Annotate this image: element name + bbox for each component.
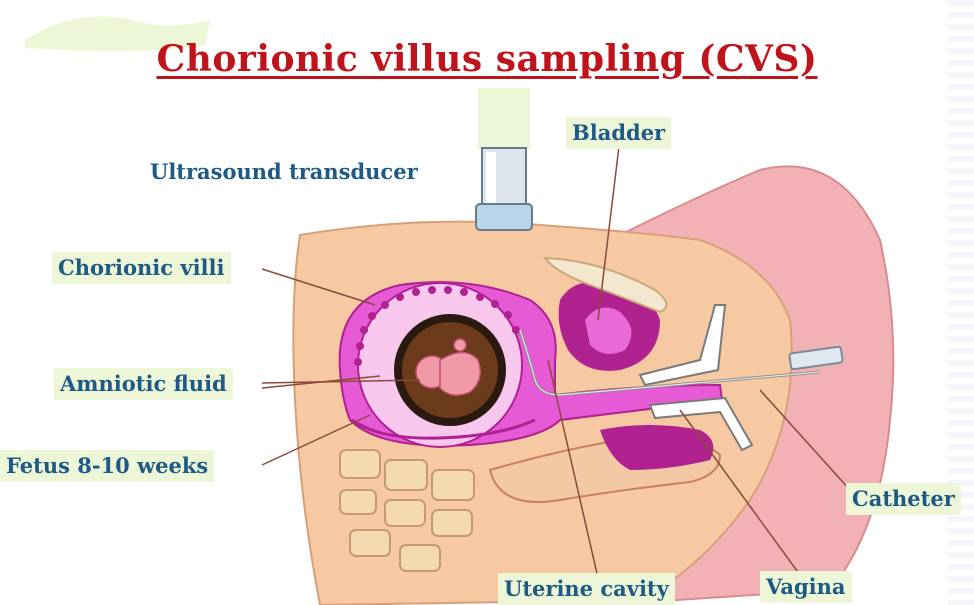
- page-title: Chorionic villus sampling (CVS): [0, 38, 974, 80]
- transducer-highlight: [478, 88, 530, 150]
- ultrasound-transducer-device: [476, 148, 532, 230]
- label-uterine-cavity: Uterine cavity: [498, 573, 675, 605]
- label-catheter: Catheter: [846, 483, 961, 515]
- label-bladder: Bladder: [566, 117, 671, 149]
- label-ultrasound-transducer: Ultrasound transducer: [144, 156, 424, 188]
- label-amniotic-fluid: Amniotic fluid: [54, 368, 233, 400]
- label-fetus: Fetus 8-10 weeks: [0, 450, 214, 482]
- label-vagina: Vagina: [760, 571, 852, 603]
- label-chorionic-villi: Chorionic villi: [52, 252, 231, 284]
